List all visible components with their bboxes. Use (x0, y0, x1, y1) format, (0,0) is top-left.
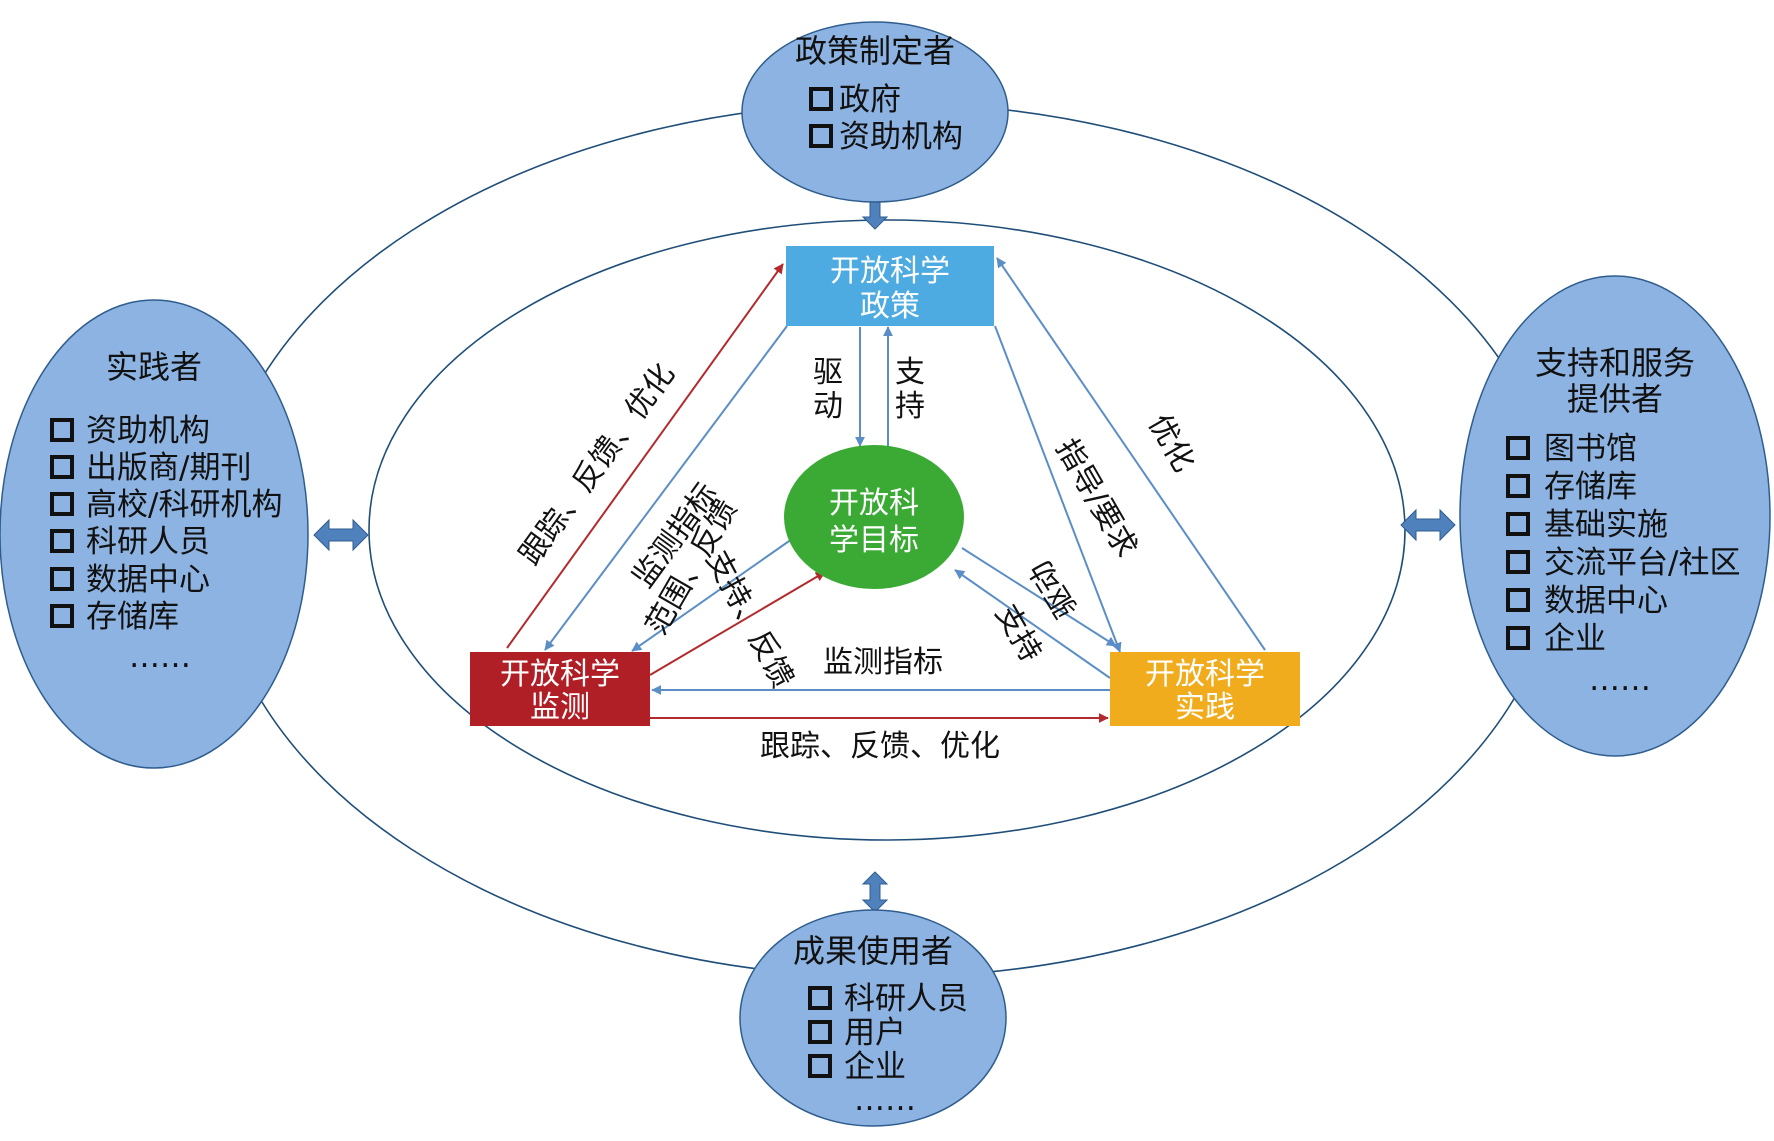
label-goal-to-practice: 驱动 (1023, 554, 1084, 623)
stakeholder-service-providers-item-3: 交流平台/社区 (1544, 545, 1740, 581)
stakeholder-practitioners: 实践者 资助机构 出版商/期刊 高校/科研机构 科研人员 数据中心 存储库 …… (0, 299, 309, 769)
arrow-practice-to-goal (954, 569, 1111, 679)
checkbox-icon (809, 87, 833, 111)
label-practice-to-goal: 支持 (988, 599, 1048, 668)
checkbox-icon (808, 1054, 832, 1078)
policy-box-label-1: 开放科学 (830, 254, 950, 289)
stakeholder-result-users-item-1: 用户 (844, 1015, 906, 1051)
arrow-goal-to-practice (961, 547, 1117, 647)
checkbox-icon (1506, 626, 1530, 650)
stakeholder-practitioners-title: 实践者 (106, 348, 202, 386)
checkbox-icon (1506, 512, 1530, 536)
stakeholder-service-providers-item-1: 存储库 (1544, 469, 1637, 505)
monitor-box-label-2: 监测 (530, 690, 590, 725)
label-monitor-to-goal: 支持、反馈 (699, 545, 800, 694)
checkbox-icon (1506, 436, 1530, 460)
stakeholder-policymakers-item-1: 资助机构 (839, 119, 963, 155)
goal-circle-shape (784, 445, 964, 589)
stakeholder-result-users-item-2: 企业 (844, 1049, 906, 1085)
stakeholder-practitioners-item-4: 数据中心 (86, 562, 210, 598)
arrow-policy-to-practice (994, 325, 1122, 653)
stakeholder-practitioners-item-5: 存储库 (86, 599, 179, 635)
connector-bottom (861, 871, 889, 913)
checkbox-icon (50, 492, 74, 516)
stakeholder-result-users-more: …… (854, 1082, 916, 1118)
stakeholder-service-providers-shape (1459, 275, 1771, 757)
arrow-policy-to-monitor (544, 325, 788, 651)
stakeholder-result-users-item-0: 科研人员 (844, 981, 968, 1017)
checkbox-icon (50, 529, 74, 553)
stakeholder-service-providers-title-1: 支持和服务 (1535, 344, 1695, 382)
stakeholder-practitioners-item-0: 资助机构 (86, 413, 210, 449)
connector-right (1400, 508, 1456, 542)
stakeholder-service-providers: 支持和服务 提供者 图书馆 存储库 基础实施 交流平台/社区 数据中心 企业 …… (1459, 275, 1771, 757)
checkbox-icon (1506, 474, 1530, 498)
label-drive-1: 驱 (813, 355, 843, 390)
inner-ring (368, 219, 1406, 841)
checkbox-icon (1506, 588, 1530, 612)
monitor-box-shape (470, 652, 650, 726)
label-monitor-to-practice: 跟踪、反馈、优化 (760, 729, 1000, 764)
checkbox-icon (50, 604, 74, 628)
stakeholder-policymakers-shape (741, 21, 1009, 203)
stakeholder-service-providers-item-4: 数据中心 (1544, 583, 1668, 619)
arrow-practice-to-policy (996, 257, 1266, 651)
goal-label-1: 开放科 (829, 486, 919, 521)
checkbox-icon (50, 418, 74, 442)
goal-circle: 开放科 学目标 (784, 445, 964, 589)
monitor-box-label-1: 开放科学 (500, 657, 620, 692)
stakeholder-practitioners-more: …… (129, 639, 191, 675)
stakeholder-result-users: 成果使用者 科研人员 用户 企业 …… (739, 909, 1007, 1127)
practice-box-shape (1110, 652, 1300, 726)
monitor-box: 开放科学 监测 (470, 652, 650, 726)
stakeholder-policymakers-item-0: 政府 (839, 82, 901, 118)
stakeholder-policymakers-title: 政策制定者 (795, 32, 955, 70)
label-drive-2: 动 (813, 389, 843, 424)
practice-box-label-2: 实践 (1175, 690, 1235, 725)
arrow-monitor-to-goal (649, 571, 826, 676)
checkbox-icon (50, 455, 74, 479)
stakeholder-policymakers: 政策制定者 政府 资助机构 (741, 21, 1009, 203)
stakeholder-result-users-title: 成果使用者 (793, 932, 953, 970)
stakeholder-practitioners-shape (0, 299, 309, 769)
stakeholder-service-providers-more: …… (1589, 662, 1651, 698)
stakeholder-service-providers-item-0: 图书馆 (1544, 431, 1637, 467)
label-practice-to-monitor: 监测指标 (823, 645, 943, 680)
stakeholder-result-users-shape (739, 909, 1007, 1127)
label-support-1: 支 (895, 355, 925, 390)
label-practice-to-policy: 优化 (1141, 409, 1201, 478)
stakeholder-practitioners-item-3: 科研人员 (86, 524, 210, 560)
goal-label-2: 学目标 (829, 523, 919, 558)
arrow-monitor-to-policy (506, 263, 784, 649)
stakeholder-service-providers-item-2: 基础实施 (1544, 507, 1668, 543)
stakeholder-service-providers-title-2: 提供者 (1567, 380, 1663, 418)
policy-box: 开放科学 政策 (786, 246, 994, 326)
connector-left (313, 518, 369, 552)
checkbox-icon (50, 567, 74, 591)
checkbox-icon (808, 1020, 832, 1044)
checkbox-icon (1506, 550, 1530, 574)
stakeholder-practitioners-item-1: 出版商/期刊 (86, 450, 251, 486)
practice-box-label-1: 开放科学 (1145, 657, 1265, 692)
policy-box-shape (786, 246, 994, 326)
stakeholder-practitioners-item-2: 高校/科研机构 (86, 487, 282, 523)
stakeholder-service-providers-item-5: 企业 (1544, 621, 1606, 657)
practice-box: 开放科学 实践 (1110, 652, 1300, 726)
label-support-2: 持 (895, 389, 925, 424)
checkbox-icon (809, 124, 833, 148)
policy-box-label-2: 政策 (860, 289, 920, 324)
arrow-goal-to-monitor (631, 524, 813, 652)
checkbox-icon (808, 986, 832, 1010)
